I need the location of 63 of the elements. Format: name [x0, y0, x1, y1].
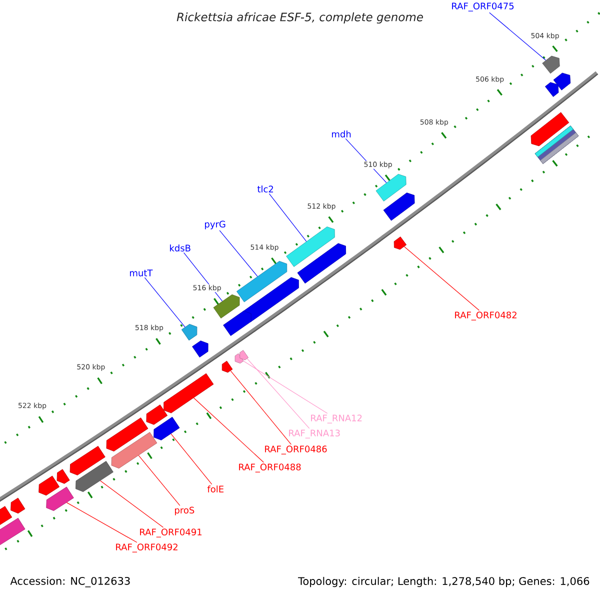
gene-label: pyrG	[205, 220, 226, 230]
footer-text: Topology: circular; Length: 1,278,540 bp; Genes: 1,066	[298, 576, 590, 588]
gene-block	[146, 404, 168, 425]
leader-line	[268, 193, 307, 242]
leader-line	[404, 246, 480, 311]
gene-block	[154, 416, 180, 440]
gene-block	[76, 460, 114, 492]
leader-line	[170, 434, 212, 485]
leader-line	[138, 455, 180, 506]
gene-label: folE	[207, 486, 224, 492]
leader-line	[100, 480, 164, 528]
gene-label: RAF_ORF0482	[455, 312, 516, 320]
gene-block	[534, 126, 579, 164]
leader-line	[230, 370, 292, 445]
gene-label: RAF_ORF0475	[452, 2, 514, 12]
gene-block	[553, 72, 571, 90]
gene-block	[0, 518, 26, 548]
gene-block	[46, 486, 74, 511]
gene-label: RAF_ORF0492	[116, 544, 178, 552]
gene-label: tlc2	[257, 186, 274, 192]
leader-line	[489, 12, 546, 61]
gene-block	[192, 340, 208, 358]
leader-line	[243, 360, 328, 414]
gene-label: mdh	[332, 130, 351, 138]
gene-block	[383, 192, 415, 221]
gene-block	[38, 476, 60, 496]
leader-line	[144, 277, 186, 328]
gene-block	[297, 243, 346, 284]
gene-block	[181, 324, 198, 341]
gene-block	[394, 236, 407, 250]
title: Rickettsia africae ESF-5, complete genome	[176, 12, 423, 24]
footer-text: Accession: NC_012633	[10, 576, 130, 588]
gene-block	[56, 469, 70, 484]
leader-line	[246, 358, 310, 429]
gene-block	[213, 294, 240, 318]
gene-block	[236, 260, 288, 302]
leader-line	[66, 502, 138, 543]
gene-block	[164, 373, 214, 414]
leader-line	[219, 230, 258, 277]
gene-label: kdsB	[170, 244, 190, 252]
gene-block	[111, 432, 158, 469]
gene-block	[286, 226, 335, 267]
gene-label: mutT	[130, 270, 153, 276]
gene-block	[222, 360, 233, 373]
gene-label: RAF_RNA12	[311, 414, 362, 424]
gene-label: proS	[175, 506, 194, 516]
gene-block	[376, 174, 406, 202]
gene-label: RAF_RNA13	[289, 430, 340, 438]
gene-block	[542, 56, 560, 74]
leader-line	[193, 398, 264, 463]
gene-block	[240, 350, 249, 360]
gene-block	[243, 277, 299, 322]
gene-block	[106, 418, 148, 452]
gene-block	[70, 446, 106, 476]
gene-block	[0, 506, 12, 527]
gene-block	[223, 310, 252, 336]
gene-block	[234, 353, 244, 364]
gene-label: RAF_ORF0488	[239, 464, 301, 472]
gene-block	[530, 112, 570, 146]
gene-block	[10, 498, 26, 514]
gene-label: RAF_ORF0491	[140, 528, 202, 538]
gene-block	[545, 82, 559, 97]
gene-label: RAF_ORF0486	[265, 446, 327, 454]
